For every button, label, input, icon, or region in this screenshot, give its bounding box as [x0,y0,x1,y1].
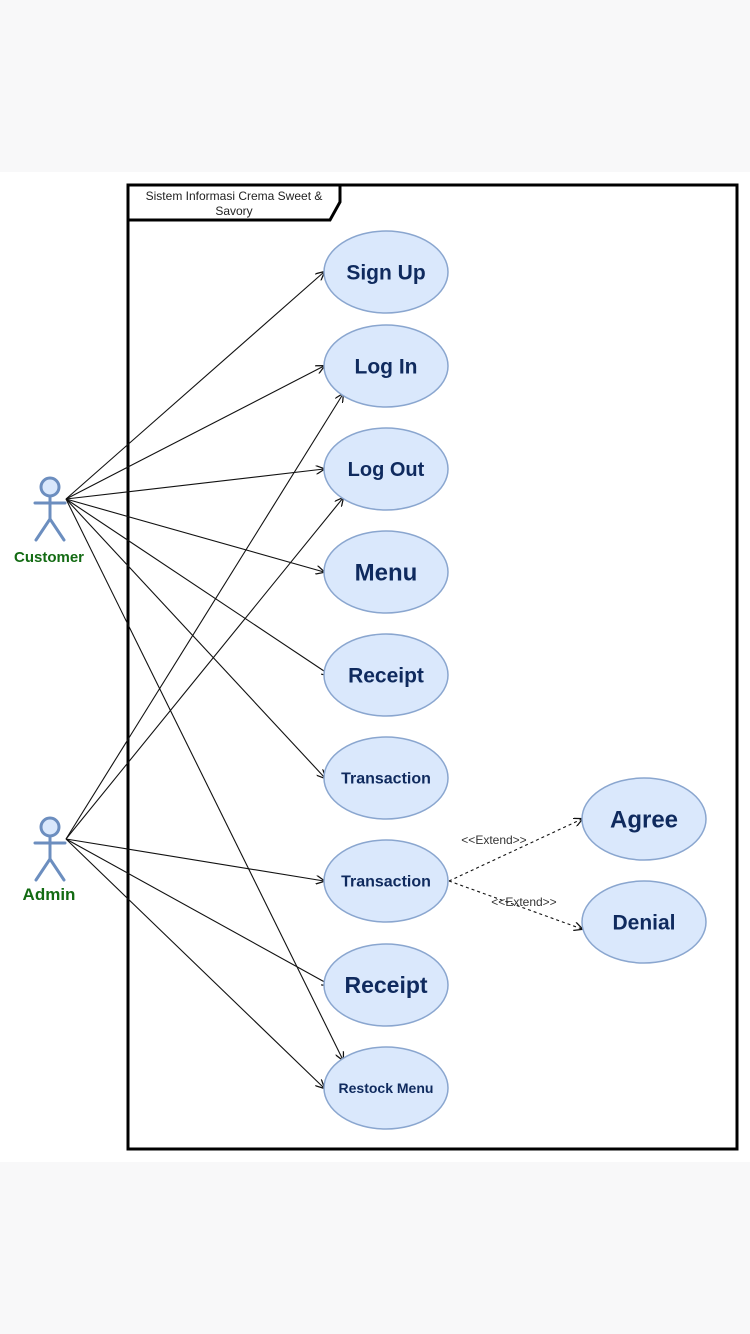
extend-label-agree: <<Extend>> [461,833,526,847]
usecase-label: Log Out [348,459,425,481]
usecase-ellipse [581,880,707,964]
usecase-ellipse [323,1046,449,1130]
actor-right-leg-icon [48,857,66,882]
association-customer-log-in [65,366,324,500]
usecase-label: Receipt [348,664,424,687]
actor-right-leg-icon [48,517,66,542]
usecase-ellipse [323,839,449,923]
usecase-label: Menu [355,559,418,586]
usecase-label: Transaction [341,771,431,788]
association-admin-log-out [65,498,343,840]
usecase-transaction-customer[interactable]: Transaction [323,736,449,820]
system-boundary [126,183,739,1151]
association-admin-log-in [65,394,343,840]
association-customer-transaction-customer [65,498,325,778]
usecase-label: Receipt [344,972,427,998]
extend-label-denial: <<Extend>> [491,895,556,909]
usecase-ellipse [581,777,707,861]
usecase-receipt-customer[interactable]: Receipt [323,633,449,717]
association-admin-restock-menu [65,838,324,1088]
usecase-label: Agree [610,806,678,833]
actor-head-icon [39,476,61,498]
usecase-ellipse [323,230,449,314]
usecase-menu[interactable]: Menu [323,530,449,614]
actor-admin[interactable]: Admin [23,816,76,904]
actor-head-icon [39,816,61,838]
usecase-label: Log In [355,355,418,378]
usecase-ellipse [323,324,449,408]
actor-label: Customer [14,549,84,566]
actor-left-leg-icon [34,857,52,882]
use-case-diagram: Sistem Informasi Crema Sweet & Savory <<… [14,183,739,1151]
association-admin-transaction-admin [65,838,324,881]
usecase-receipt-admin[interactable]: Receipt [323,943,449,1027]
usecase-ellipse [323,427,449,511]
usecase-log-out[interactable]: Log Out [323,427,449,511]
usecase-restock-menu[interactable]: Restock Menu [323,1046,449,1130]
extend-labels-layer: <<Extend>> <<Extend>> [461,833,556,909]
system-title-line2: Savory [215,204,252,218]
usecase-ellipse [323,943,449,1027]
usecase-log-in[interactable]: Log In [323,324,449,408]
association-customer-sign-up [65,272,324,500]
association-customer-menu [65,498,324,572]
diagram-panel: Sistem Informasi Crema Sweet & Savory <<… [0,172,750,1162]
actor-left-leg-icon [34,517,52,542]
usecase-ellipse [323,633,449,717]
usecase-agree[interactable]: Agree [581,777,707,861]
edges-layer [65,272,582,1088]
extend-transaction-admin-agree [448,819,582,882]
usecase-transaction-admin[interactable]: Transaction [323,839,449,923]
system-title-tab [126,183,342,222]
association-customer-log-out [65,469,324,500]
system-title-line1: Sistem Informasi Crema Sweet & [146,189,323,203]
usecase-sign-up[interactable]: Sign Up [323,230,449,314]
usecase-label: Transaction [341,874,431,891]
association-customer-receipt-customer [65,498,330,675]
association-customer-restock-menu [65,498,343,1060]
actor-label: Admin [23,885,76,904]
actor-customer[interactable]: Customer [14,476,84,566]
usecase-ellipse [323,736,449,820]
usecase-label: Sign Up [346,261,425,284]
usecase-label: Denial [612,911,675,934]
usecase-denial[interactable]: Denial [581,880,707,964]
usecase-label: Restock Menu [339,1080,434,1096]
association-admin-receipt-admin [65,838,330,985]
usecase-ellipse [323,530,449,614]
